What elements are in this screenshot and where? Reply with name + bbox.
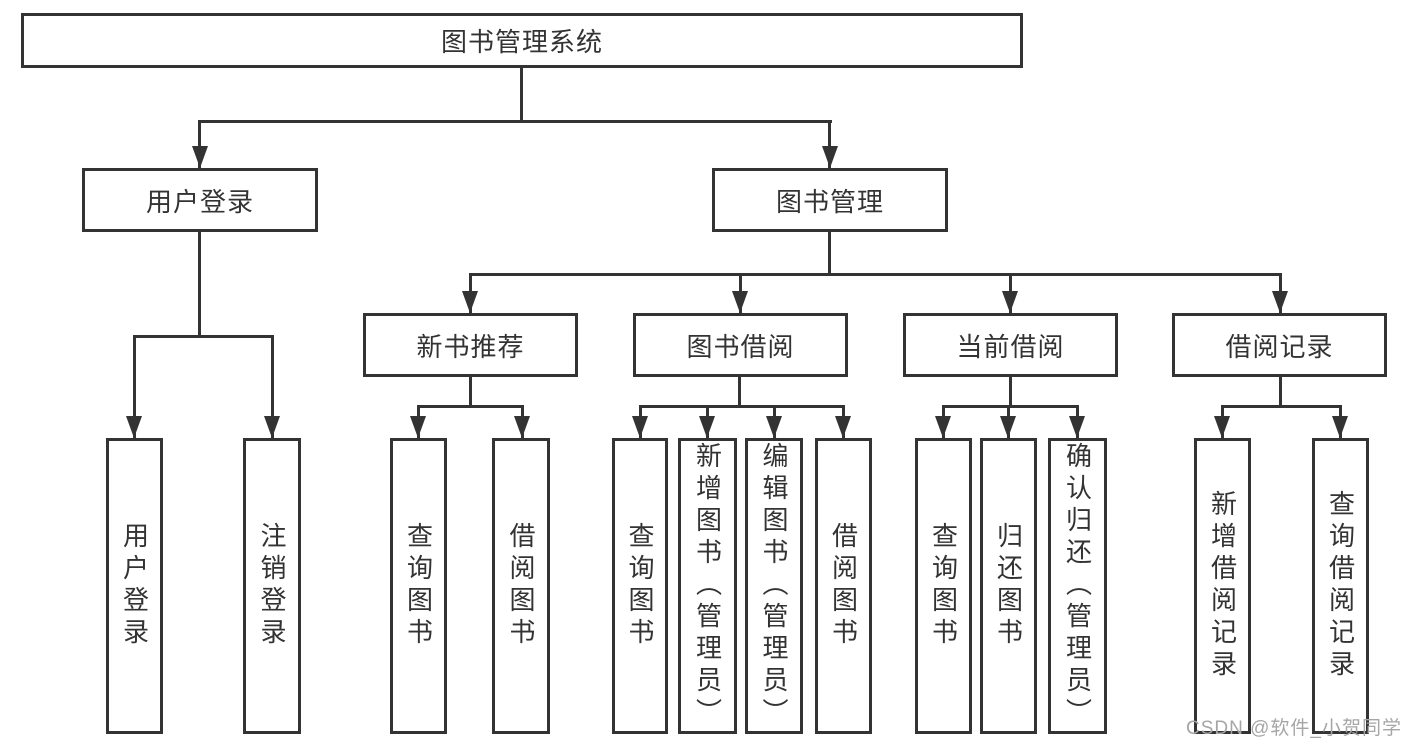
- arrow-down-icon: [1214, 416, 1230, 438]
- node-new-book-recommendation: 新书推荐: [363, 313, 578, 377]
- leaf-label: 查询借阅记录: [1325, 490, 1356, 682]
- connector-line: [1221, 405, 1342, 408]
- connector-line: [942, 405, 1079, 408]
- node-root-book-management-system: 图书管理系统: [21, 13, 1023, 68]
- arrow-down-icon: [1069, 416, 1085, 438]
- arrow-down-icon: [835, 416, 851, 438]
- arrow-down-icon: [1272, 291, 1288, 313]
- leaf-logout: 注销登录: [243, 438, 301, 734]
- arrow-down-icon: [1000, 416, 1016, 438]
- leaf-query-books-borrow: 查询图书: [612, 438, 668, 734]
- node-label: 图书管理系统: [440, 27, 603, 57]
- leaf-label: 查询图书: [928, 522, 959, 650]
- leaf-user-login: 用户登录: [106, 438, 163, 734]
- arrow-down-icon: [514, 416, 530, 438]
- arrow-down-icon: [264, 416, 280, 438]
- leaf-borrow-books-newbooks: 借阅图书: [492, 438, 550, 734]
- leaf-label: 注销登录: [257, 522, 287, 650]
- connector-line: [1009, 377, 1012, 405]
- leaf-label: 借阅图书: [828, 522, 859, 650]
- leaf-query-books-newbooks: 查询图书: [390, 438, 447, 734]
- connector-line: [198, 120, 832, 123]
- leaf-edit-book-admin: 编辑图书（管理员）: [745, 438, 803, 734]
- arrow-down-icon: [822, 146, 838, 168]
- arrow-down-icon: [126, 416, 142, 438]
- node-label: 图书借阅: [686, 331, 795, 362]
- connector-line: [828, 232, 831, 273]
- arrow-down-icon: [699, 416, 715, 438]
- node-borrowing-records: 借阅记录: [1172, 313, 1387, 377]
- leaf-confirm-return-admin: 确认归还（管理员）: [1048, 438, 1107, 734]
- connector-line: [469, 377, 472, 405]
- leaf-label: 借阅图书: [506, 522, 536, 650]
- leaf-label: 归还图书: [993, 522, 1024, 650]
- leaf-label: 新增借阅记录: [1207, 490, 1238, 682]
- arrow-down-icon: [732, 291, 748, 313]
- leaf-label: 编辑图书（管理员）: [759, 442, 789, 730]
- csdn-watermark: CSDN @软件_小贺同学: [1186, 718, 1402, 739]
- connector-line: [738, 377, 741, 405]
- arrow-down-icon: [632, 416, 648, 438]
- leaf-label: 查询图书: [625, 522, 655, 650]
- connector-line: [133, 335, 274, 338]
- connector-line: [198, 120, 201, 168]
- leaf-add-borrow-record: 新增借阅记录: [1194, 438, 1251, 734]
- node-label: 图书管理: [775, 186, 884, 217]
- leaf-borrow-books: 借阅图书: [815, 438, 872, 734]
- connector-line: [639, 405, 845, 408]
- arrow-down-icon: [1002, 291, 1018, 313]
- arrow-down-icon: [410, 416, 426, 438]
- node-user-login: 用户登录: [82, 168, 318, 232]
- leaf-label: 用户登录: [119, 522, 150, 650]
- node-label: 用户登录: [145, 186, 254, 217]
- node-label: 借阅记录: [1225, 331, 1334, 362]
- leaf-query-books-current: 查询图书: [915, 438, 972, 734]
- leaf-label: 查询图书: [403, 522, 434, 650]
- connector-line: [828, 120, 831, 168]
- leaf-query-borrow-record: 查询借阅记录: [1312, 438, 1369, 734]
- connector-line: [417, 405, 524, 408]
- connector-line: [133, 335, 136, 438]
- arrow-down-icon: [192, 146, 208, 168]
- node-label: 新书推荐: [416, 331, 525, 362]
- node-book-borrowing: 图书借阅: [633, 313, 848, 377]
- connector-line: [1279, 377, 1282, 405]
- connector-line: [271, 335, 274, 438]
- connector-line: [198, 232, 201, 335]
- leaf-label: 确认归还（管理员）: [1062, 442, 1093, 730]
- arrow-down-icon: [935, 416, 951, 438]
- node-current-borrowing: 当前借阅: [903, 313, 1118, 377]
- node-book-management: 图书管理: [712, 168, 948, 232]
- connector-line: [469, 273, 1282, 276]
- node-label: 当前借阅: [956, 331, 1065, 362]
- leaf-return-books: 归还图书: [980, 438, 1037, 734]
- leaf-label: 新增图书（管理员）: [692, 442, 723, 730]
- arrow-down-icon: [462, 291, 478, 313]
- connector-line: [520, 68, 523, 120]
- leaf-add-book-admin: 新增图书（管理员）: [678, 438, 737, 734]
- arrow-down-icon: [766, 416, 782, 438]
- arrow-down-icon: [1332, 416, 1348, 438]
